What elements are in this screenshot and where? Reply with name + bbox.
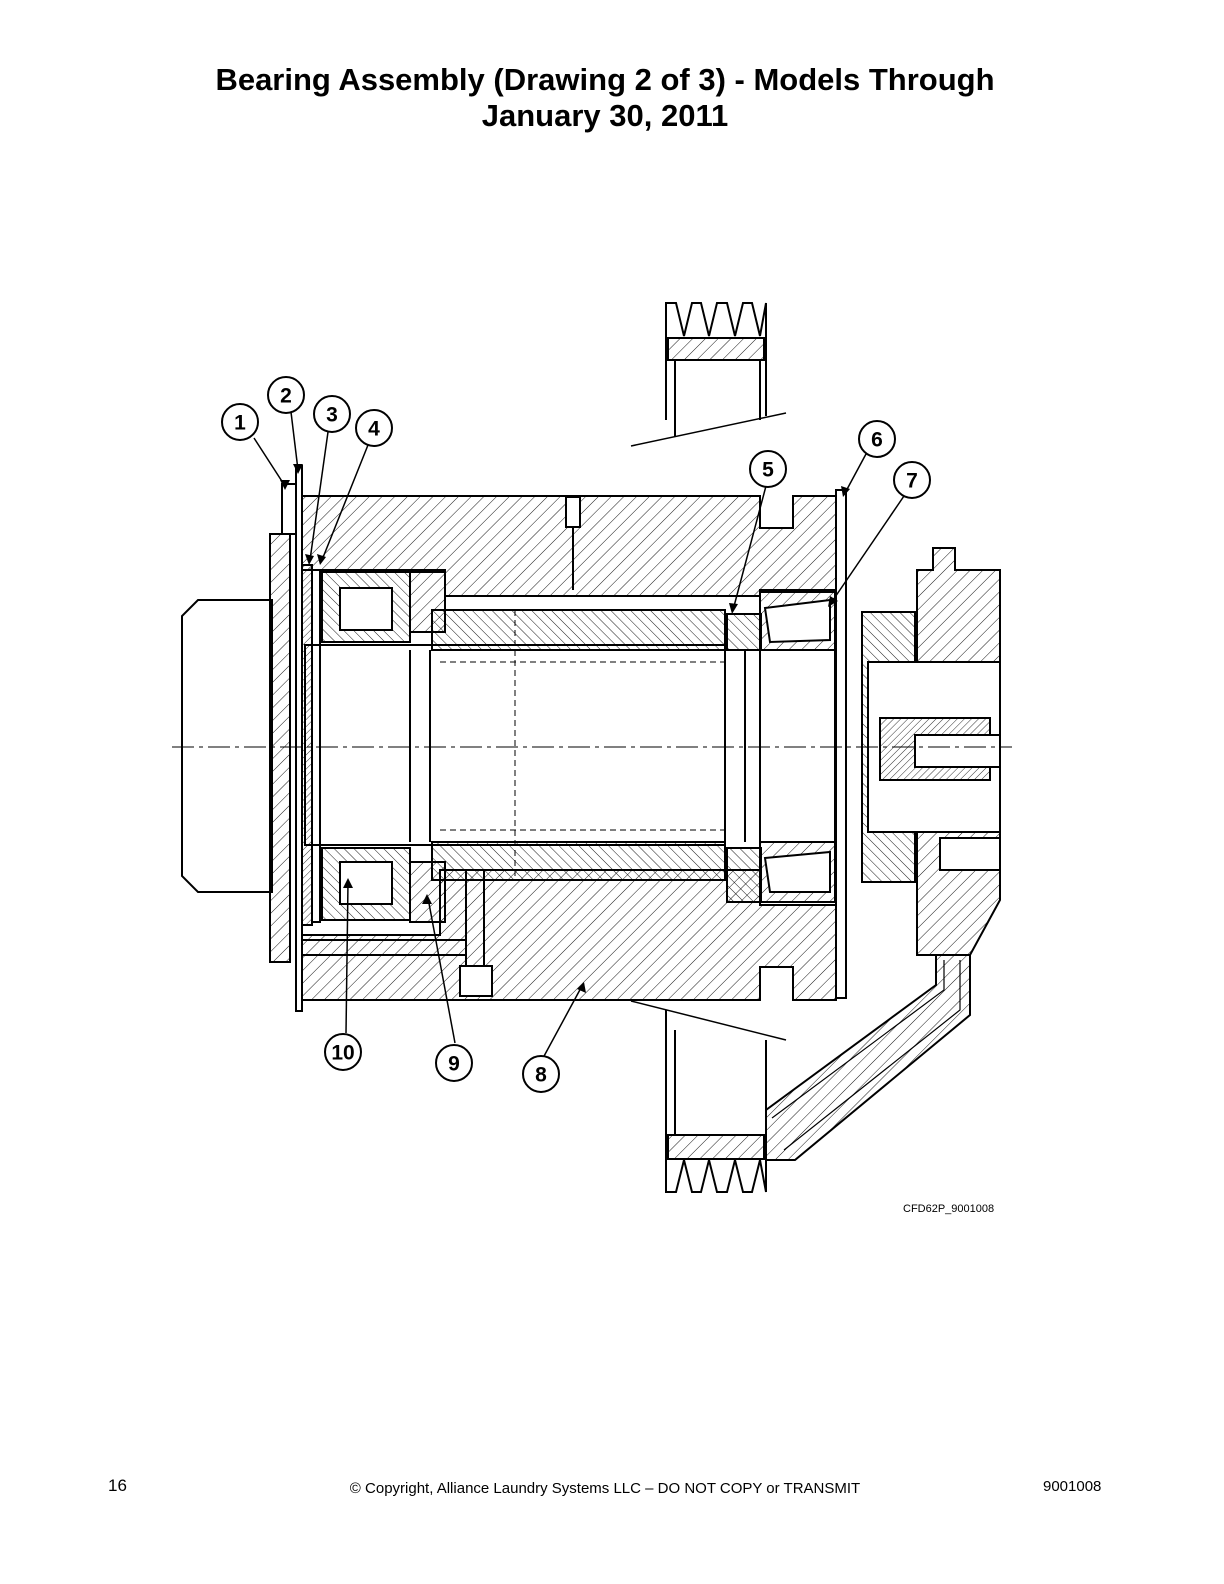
callout-9 <box>435 1044 473 1082</box>
callout-7 <box>893 461 931 499</box>
callout-label-4: 4 <box>368 418 380 441</box>
housing <box>299 495 837 1001</box>
callout-label-5: 5 <box>762 459 774 482</box>
tapered-bearing-rear <box>726 489 847 999</box>
callout-6 <box>858 420 896 458</box>
page-title: Bearing Assembly (Drawing 2 of 3) - Mode… <box>0 62 1210 134</box>
callout-8 <box>522 1055 560 1093</box>
callout-label-2: 2 <box>280 385 292 408</box>
page-number: 16 <box>108 1476 127 1495</box>
callout-label-7: 7 <box>906 470 918 493</box>
callout-label-1: 1 <box>234 412 246 435</box>
callout-label-8: 8 <box>535 1064 547 1087</box>
copyright-notice: © Copyright, Alliance Laundry Systems LL… <box>349 1480 861 1497</box>
title-line-1: Bearing Assembly (Drawing 2 of 3) - Mode… <box>215 62 995 97</box>
roller-bearing-front <box>321 571 446 923</box>
callout-5 <box>749 450 787 488</box>
callout-label-9: 9 <box>448 1053 460 1076</box>
callouts <box>221 376 931 1093</box>
callout-label-10: 10 <box>331 1042 354 1065</box>
drive-arm <box>765 954 971 1161</box>
callout-4 <box>355 409 393 447</box>
pulley-top <box>630 302 787 447</box>
document-number: 9001008 <box>1043 1478 1102 1495</box>
leader-arrows <box>280 464 850 993</box>
drive-hub <box>861 547 1001 956</box>
title-line-2: January 30, 2011 <box>481 98 729 133</box>
rear-hub <box>181 465 321 1012</box>
callout-label-3: 3 <box>326 404 338 427</box>
figure-id: CFD62P_9001008 <box>903 1203 995 1215</box>
leader-lines <box>253 411 905 1059</box>
spindle-shaft <box>304 595 836 881</box>
callout-label-6: 6 <box>871 429 883 452</box>
callout-1 <box>221 403 259 441</box>
callout-3 <box>313 395 351 433</box>
pulley-bottom <box>630 1000 787 1193</box>
callout-10 <box>324 1033 362 1071</box>
callout-2 <box>267 376 305 414</box>
